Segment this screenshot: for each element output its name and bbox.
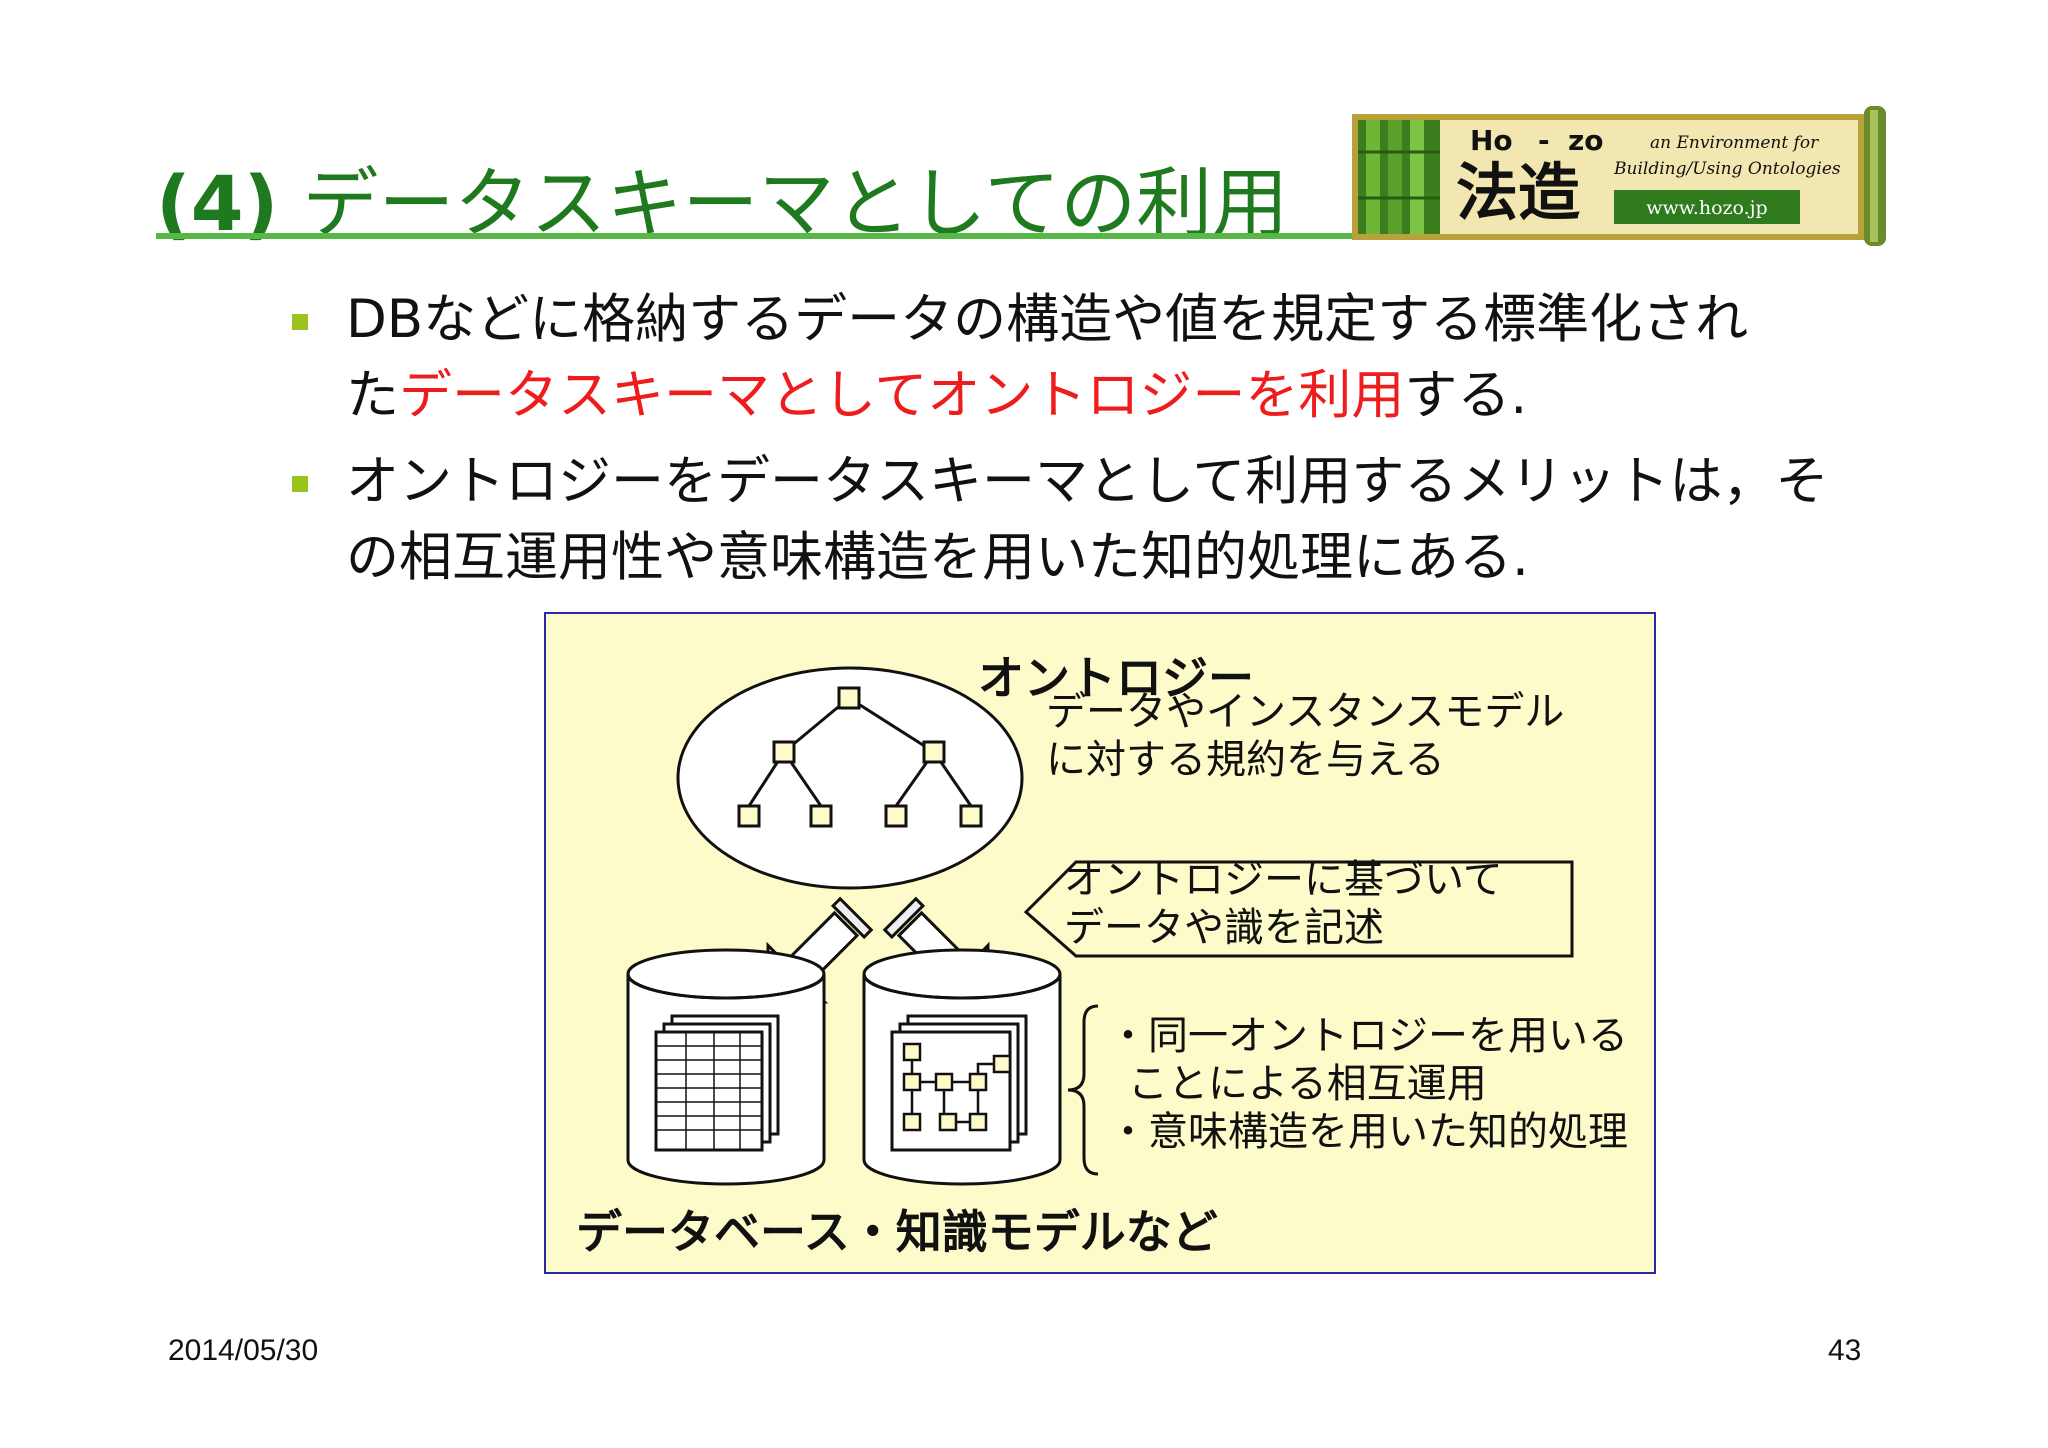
benefit-1-line-1: ・同一オントロジーを用いる xyxy=(1108,1013,1628,1059)
benefit-1-line-2: ことによる相互運用 xyxy=(1128,1061,1487,1107)
bullet-list: DBなどに格納するデータの構造や値を規定する標準化され たデータスキーマとしてオ… xyxy=(292,282,1852,606)
bullet-2-line-2: の相互運用性や意味構造を用いた知的処理にある. xyxy=(346,527,1529,588)
logo-kanji: 法造 xyxy=(1456,156,1580,229)
bullet-1-highlight: データスキーマとしてオントロジーを利用 xyxy=(399,365,1405,426)
benefit-2: ・意味構造を用いた知的処理 xyxy=(1108,1109,1628,1155)
bullet-marker xyxy=(292,314,308,330)
bullet-item: オントロジーをデータスキーマとして利用するメリットは，そ の相互運用性や意味構造… xyxy=(292,444,1852,596)
ontology-description: データやインスタンスモデル に対する規約を与える xyxy=(1046,688,1564,784)
logo-zo: zo xyxy=(1568,124,1604,157)
logo-ho: Ho xyxy=(1470,124,1513,157)
curly-brace xyxy=(1067,1004,1099,1176)
ontology-tree-icon xyxy=(737,686,983,828)
ontology-description-line-1: データやインスタンスモデル xyxy=(1046,689,1565,735)
callout-line-1: オントロジーに基づいて xyxy=(1064,857,1503,903)
database-label: データベース・知識モデルなど xyxy=(576,1205,1218,1259)
bullet-marker xyxy=(292,476,308,492)
bullet-item: DBなどに格納するデータの構造や値を規定する標準化され たデータスキーマとしてオ… xyxy=(292,282,1852,434)
bullet-1-line-2-pre: た xyxy=(346,365,399,426)
ontology-label: オントロジー xyxy=(978,651,1254,705)
callout-line-2: データや識を記述 xyxy=(1064,905,1384,951)
logo-url: www.hozo.jp xyxy=(1646,197,1767,219)
logo-tagline-2: Building/Using Ontologies xyxy=(1613,159,1841,179)
benefits-list: ・同一オントロジーを用いる ことによる相互運用 ・意味構造を用いた知的処理 xyxy=(1108,1012,1628,1156)
logo-tagline-1: an Environment for xyxy=(1650,133,1819,153)
bullet-1-line-1: DBなどに格納するデータの構造や値を規定する標準化され xyxy=(346,289,1749,350)
callout-box xyxy=(1023,860,1574,958)
title-underline xyxy=(156,233,1876,239)
bullet-1-line-2: たデータスキーマとしてオントロジーを利用する. xyxy=(346,358,1852,434)
page-number: 43 xyxy=(1828,1334,1862,1367)
database-cylinder-right xyxy=(862,948,1062,1186)
database-cylinder-left xyxy=(626,948,826,1186)
footer-date: 2014/05/30 xyxy=(168,1334,319,1367)
hozo-logo: Ho - zo 法造 an Environment for Building/U… xyxy=(1352,106,1894,246)
callout-text: オントロジーに基づいて データや識を記述 xyxy=(1064,856,1503,952)
bullet-2-line-1: オントロジーをデータスキーマとして利用するメリットは，そ xyxy=(346,451,1829,512)
logo-dash: - xyxy=(1538,124,1550,157)
figure-drawing xyxy=(626,666,1574,1186)
bullet-1-line-2-post: する. xyxy=(1404,365,1528,426)
ontology-description-line-2: に対する規約を与える xyxy=(1046,737,1445,783)
ontology-schema-figure: オントロジー データやインスタンスモデル に対する規約を与える オントロジーに基… xyxy=(544,612,1656,1274)
ontology-ellipse xyxy=(676,666,1024,890)
